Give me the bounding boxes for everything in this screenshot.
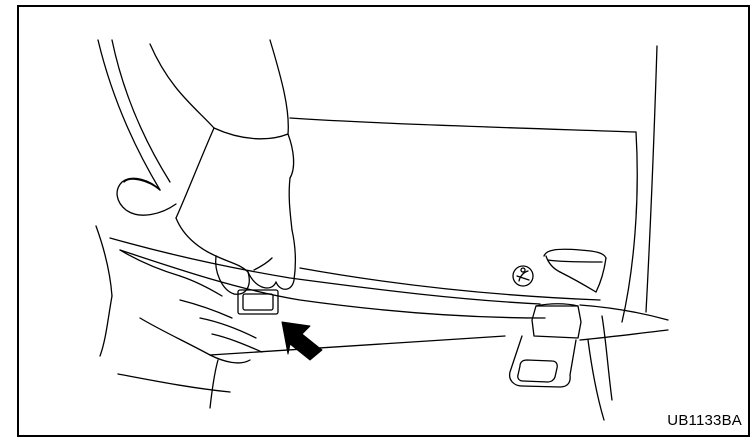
seat-handle	[544, 249, 606, 292]
upper-hand	[176, 178, 295, 294]
lower-hand	[96, 226, 262, 408]
belt-webbing	[110, 238, 668, 355]
figure-code-label: UB1133BA	[667, 412, 742, 429]
buckle-receptacle	[510, 304, 612, 420]
insert-direction-arrow-icon	[282, 322, 322, 360]
seat-back	[290, 46, 657, 322]
tongue-plate	[238, 290, 278, 314]
seat-belt-warning-icon	[513, 266, 533, 286]
upper-arm	[150, 40, 294, 218]
shoulder-belt	[98, 40, 176, 215]
